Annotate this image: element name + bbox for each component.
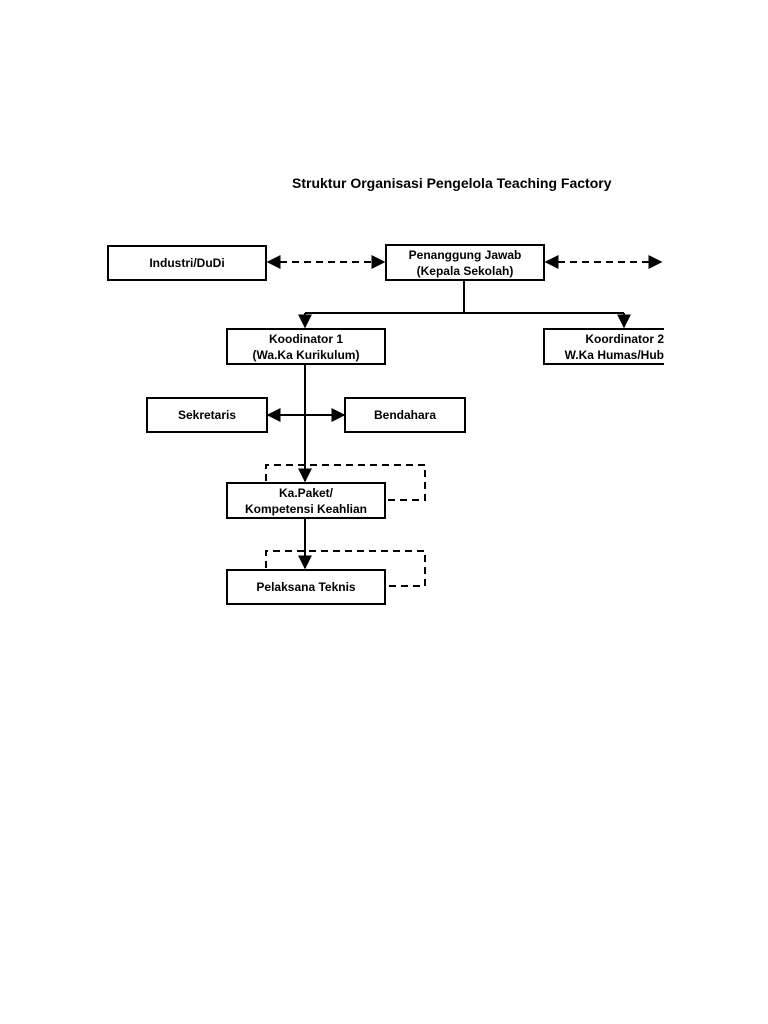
node-koordinator1-line1: Koodinator 1	[269, 332, 343, 346]
node-ka-paket: Ka.Paket/ Kompetensi Keahlian	[226, 482, 386, 519]
node-sekretaris-label: Sekretaris	[177, 408, 237, 422]
node-koordinator2-line2: W.Ka Humas/Hub	[564, 348, 664, 362]
node-industri-label: Industri/DuDi	[149, 256, 225, 270]
dashed-loop-kapaket	[265, 464, 426, 501]
node-bendahara-label: Bendahara	[373, 408, 437, 422]
node-penanggung-line1: Penanggung Jawab	[408, 248, 522, 262]
diagram-title: Struktur Organisasi Pengelola Teaching F…	[292, 175, 612, 191]
node-industri: Industri/DuDi	[107, 245, 267, 281]
node-kapaket-line2: Kompetensi Keahlian	[244, 501, 368, 516]
node-penanggung-jawab: Penanggung Jawab (Kepala Sekolah)	[385, 244, 545, 281]
node-koordinator-2: Koordinator 2 W.Ka Humas/Hub	[543, 328, 664, 365]
node-penanggung-line2: (Kepala Sekolah)	[416, 264, 514, 278]
node-koordinator-1: Koodinator 1 (Wa.Ka Kurikulum)	[226, 328, 386, 365]
node-pelaksana-teknis: Pelaksana Teknis	[226, 569, 386, 605]
node-sekretaris: Sekretaris	[146, 397, 268, 433]
node-bendahara: Bendahara	[344, 397, 466, 433]
node-pelaksana-label: Pelaksana Teknis	[256, 580, 356, 594]
node-koordinator1-line2: (Wa.Ka Kurikulum)	[252, 348, 360, 362]
node-koordinator2-line1: Koordinator 2	[585, 332, 664, 346]
node-kapaket-line1: Ka.Paket/	[278, 485, 334, 500]
